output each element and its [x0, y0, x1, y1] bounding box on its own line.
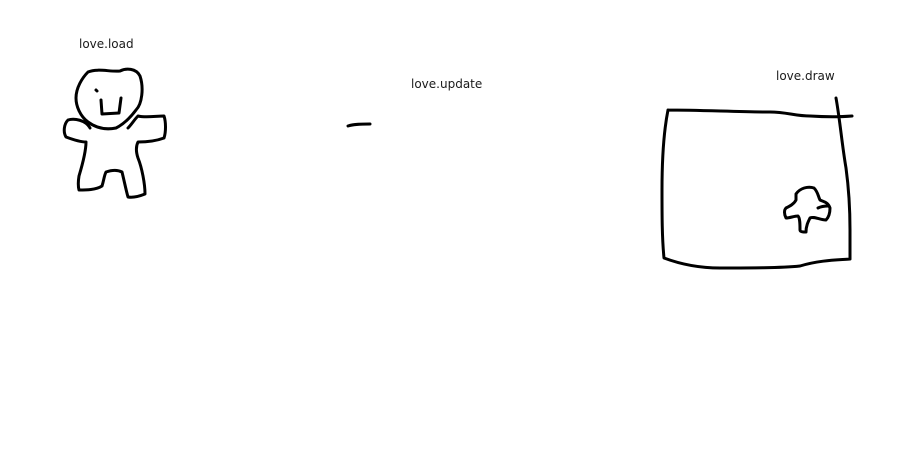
figure-body: [62, 114, 167, 199]
figure-sketch: [62, 67, 167, 199]
draw-window-sketch: [660, 96, 854, 270]
love-update-label: love.update: [411, 77, 483, 91]
mini-figure-sketch: [783, 185, 832, 234]
update-dash-mark: [346, 122, 372, 128]
window-frame: [660, 96, 854, 270]
love-load-label: love.load: [79, 37, 134, 51]
figure-mouth: [99, 96, 123, 116]
love-draw-label: love.draw: [776, 69, 835, 83]
figure-eye-left: [94, 88, 99, 93]
figure-head: [74, 67, 144, 131]
